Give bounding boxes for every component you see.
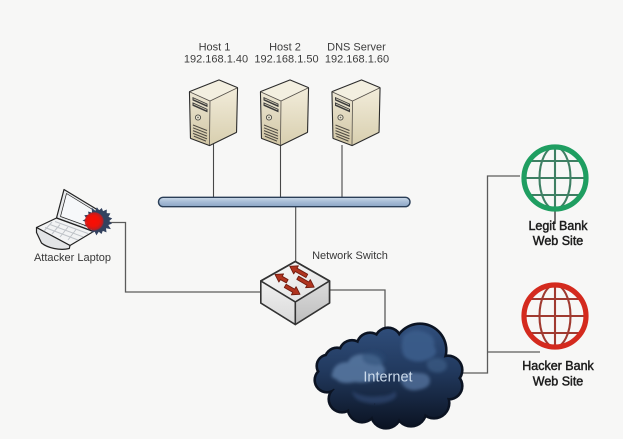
svg-text:192.168.1.60: 192.168.1.60: [325, 54, 389, 66]
svg-text:Host 2: Host 2: [269, 42, 301, 54]
svg-text:Hacker Bank: Hacker Bank: [522, 359, 594, 373]
svg-text:Attacker Laptop: Attacker Laptop: [34, 252, 111, 264]
svg-text:Web Site: Web Site: [533, 375, 584, 389]
svg-text:192.168.1.40: 192.168.1.40: [184, 54, 248, 66]
svg-text:Web Site: Web Site: [533, 234, 584, 248]
svg-text:Network Switch: Network Switch: [312, 250, 388, 262]
svg-text:192.168.1.50: 192.168.1.50: [254, 54, 318, 66]
svg-text:DNS Server: DNS Server: [327, 42, 386, 54]
svg-text:Internet: Internet: [363, 370, 412, 386]
svg-text:Legit Bank: Legit Bank: [528, 219, 588, 233]
svg-text:Host 1: Host 1: [199, 42, 231, 54]
